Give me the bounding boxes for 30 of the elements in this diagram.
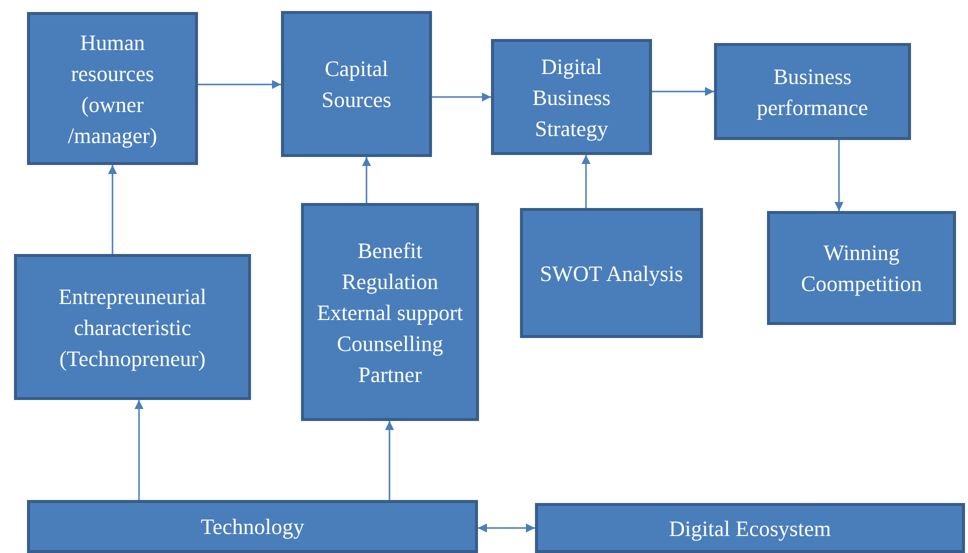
arrow (198, 80, 281, 89)
process-box (520, 208, 703, 338)
process-box (281, 11, 432, 157)
box-label: SWOT Analysis (540, 260, 684, 288)
arrow (362, 157, 371, 203)
arrow (834, 140, 844, 211)
process-box (14, 254, 251, 400)
arrow (108, 165, 117, 254)
box-label: Digital Ecosystem (669, 514, 831, 543)
process-box (535, 503, 965, 553)
arrow (385, 421, 394, 500)
box-label: Human resources (owner /manager) (66, 28, 158, 150)
box-label: Benefit Regulation External support Counselling Partner (316, 236, 464, 388)
process-box (301, 203, 479, 421)
arrow (134, 400, 144, 500)
arrow (478, 524, 535, 532)
box-label: Technology (200, 513, 304, 541)
box-label: Winning Coompetition (800, 239, 923, 298)
arrow (582, 155, 590, 208)
process-box (491, 39, 652, 155)
process-box (27, 12, 198, 165)
process-box (767, 211, 956, 325)
box-label: Business performance (756, 62, 870, 122)
process-box (27, 500, 478, 553)
arrow (432, 92, 491, 102)
box-label: Capital Sources (320, 55, 392, 114)
process-box (714, 43, 911, 140)
box-label: Entrepreuneurial characteristic (Technopreneur) (58, 282, 208, 373)
arrow (652, 87, 714, 96)
box-label: Digital Business Strategy (531, 52, 612, 143)
